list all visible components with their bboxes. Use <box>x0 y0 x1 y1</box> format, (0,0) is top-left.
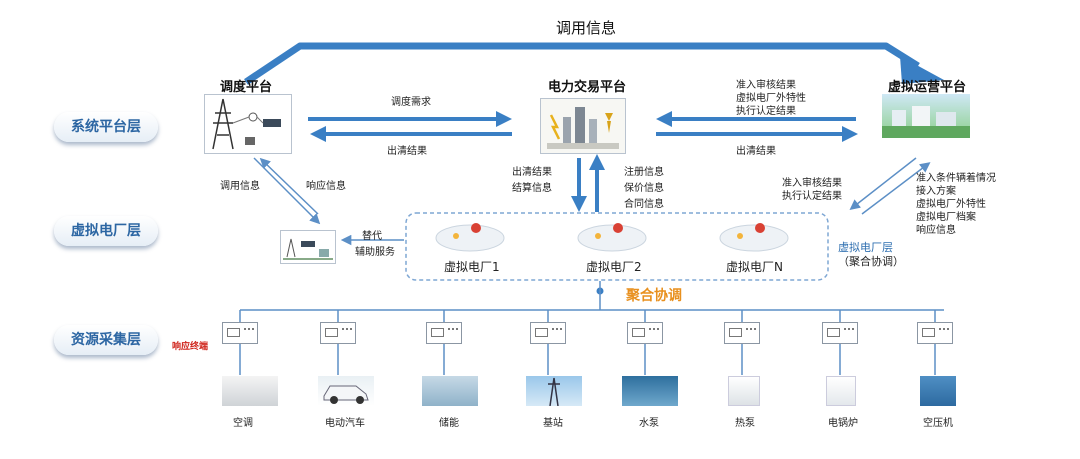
dispatch-clearing-label: 出清结果 <box>387 146 427 157</box>
vpp-unit-2: 虚拟电厂2 <box>586 260 642 274</box>
resource-label-heat-pump: 热泵 <box>735 418 755 429</box>
terminal-storage <box>426 322 462 344</box>
heat-pump-icon <box>728 376 760 406</box>
settlement-info-label: 结算信息 <box>512 183 552 194</box>
op-clearing-label: 出清结果 <box>736 146 776 157</box>
layer-pill-resource: 资源采集层 <box>54 325 158 355</box>
resource-label-water-pump: 水泵 <box>639 418 659 429</box>
resource-label-air-compressor: 空压机 <box>923 418 953 429</box>
execution-confirmation-label: 执行认定结果 <box>736 106 796 117</box>
op-up-diag-arrow <box>861 162 931 215</box>
resource-label-boiler: 电锅炉 <box>828 418 858 429</box>
op-down-labels: 准入审核结果 执行认定结果 <box>782 177 842 203</box>
admission-conditions-label: 准入条件辆着情况 <box>916 173 996 184</box>
dispatch-demand-arrow <box>308 111 512 127</box>
vpp-cloud-1 <box>435 224 505 252</box>
grid-scene-icon <box>283 238 333 260</box>
price-protection-info-label: 保价信息 <box>624 183 664 194</box>
trading-op-top-labels: 准入审核结果 虚拟电厂外特性 执行认定结果 <box>736 79 806 118</box>
layer-pill-vpp: 虚拟电厂层 <box>54 216 158 246</box>
electric-car-icon <box>318 376 374 406</box>
trading-to-operation-clearing-arrow <box>656 126 858 142</box>
call-info-arrowhead <box>900 56 944 84</box>
air-conditioner-icon <box>222 376 278 406</box>
op-down-diag-arrow <box>849 157 917 210</box>
access-plan-label: 接入方案 <box>916 186 956 197</box>
vpp-layer-note-title: 虚拟电厂层 <box>838 241 893 254</box>
vpp-layer-note-sub: （聚合协调） <box>838 255 904 268</box>
water-pump-icon <box>622 376 678 406</box>
trading-up-arrow <box>589 154 605 212</box>
dispatch-demand-label: 调度需求 <box>391 97 431 108</box>
trading-platform-title: 电力交易平台 <box>548 80 627 95</box>
operation-platform-image <box>882 94 970 138</box>
terminal-ev <box>320 322 356 344</box>
vpp-layer-note: 虚拟电厂层 （聚合协调） <box>838 241 904 269</box>
vpp-unit-n: 虚拟电厂N <box>726 260 783 274</box>
vpp-unit-1: 虚拟电厂1 <box>444 260 500 274</box>
op-vpp-characteristics-label: 虚拟电厂外特性 <box>916 199 986 210</box>
vpp-icons <box>453 223 765 239</box>
substitute-label: 替代 <box>362 231 382 242</box>
terminal-aircon <box>222 322 258 344</box>
energy-storage-icon <box>422 376 478 406</box>
resource-label-aircon: 空调 <box>233 418 253 429</box>
resource-label-storage: 储能 <box>439 418 459 429</box>
dispatch-platform-title: 调度平台 <box>220 80 273 95</box>
trading-down-arrow <box>571 158 587 212</box>
aggregation-label: 聚合协调 <box>626 288 682 304</box>
aux-service-label: 辅助服务 <box>355 247 395 258</box>
base-station-icon <box>526 376 582 407</box>
electric-boiler-icon <box>826 376 856 406</box>
trading-up-labels: 注册信息 保价信息 合同信息 <box>624 165 664 213</box>
vpp-archive-label: 虚拟电厂档案 <box>916 212 976 223</box>
operation-to-trading-arrow <box>656 111 856 127</box>
terminal-base-station <box>530 322 566 344</box>
op-execution-confirmation-label: 执行认定结果 <box>782 191 842 202</box>
operation-platform-title: 虚拟运营平台 <box>888 80 967 95</box>
op-response-info-label: 响应信息 <box>916 225 956 236</box>
terminal-boiler <box>822 322 858 344</box>
response-info-diag-arrow <box>259 157 319 215</box>
air-compressor-icon <box>920 376 956 406</box>
response-info-label: 响应信息 <box>306 181 346 192</box>
vpp-cloud-n <box>719 224 789 252</box>
vpp-cloud-2 <box>577 224 647 252</box>
terminal-air-compressor <box>917 322 953 344</box>
clearing-result-label: 出清结果 <box>512 167 552 178</box>
power-tower-icon <box>212 98 281 150</box>
contract-info-label: 合同信息 <box>624 199 664 210</box>
terminal-heat-pump <box>724 322 760 344</box>
call-info-label: 调用信息 <box>220 181 260 192</box>
layer-pill-system: 系统平台层 <box>54 112 158 142</box>
terminal-water-pump <box>627 322 663 344</box>
response-terminal-label: 响应终端 <box>172 342 209 352</box>
industrial-park-icon <box>882 106 970 138</box>
call-info-top-label: 调用信息 <box>556 19 617 37</box>
call-info-arc-arrow <box>244 42 920 85</box>
dispatch-clearing-arrow <box>310 126 512 142</box>
trading-down-labels: 出清结果 结算信息 <box>512 165 552 197</box>
op-admission-review-label: 准入审核结果 <box>782 178 842 189</box>
trading-city-icon <box>547 107 619 149</box>
dispatch-platform-image <box>204 94 292 154</box>
registration-info-label: 注册信息 <box>624 167 664 178</box>
resource-drops <box>239 310 936 375</box>
vpp-external-characteristics-label: 虚拟电厂外特性 <box>736 93 806 104</box>
resource-label-ev: 电动汽车 <box>325 418 365 429</box>
aux-service-image <box>280 230 336 264</box>
trading-platform-image <box>540 98 626 154</box>
op-up-labels: 准入条件辆着情况 接入方案 虚拟电厂外特性 虚拟电厂档案 响应信息 <box>916 172 996 237</box>
resource-label-base-station: 基站 <box>543 418 563 429</box>
admission-review-result-label: 准入审核结果 <box>736 80 796 91</box>
